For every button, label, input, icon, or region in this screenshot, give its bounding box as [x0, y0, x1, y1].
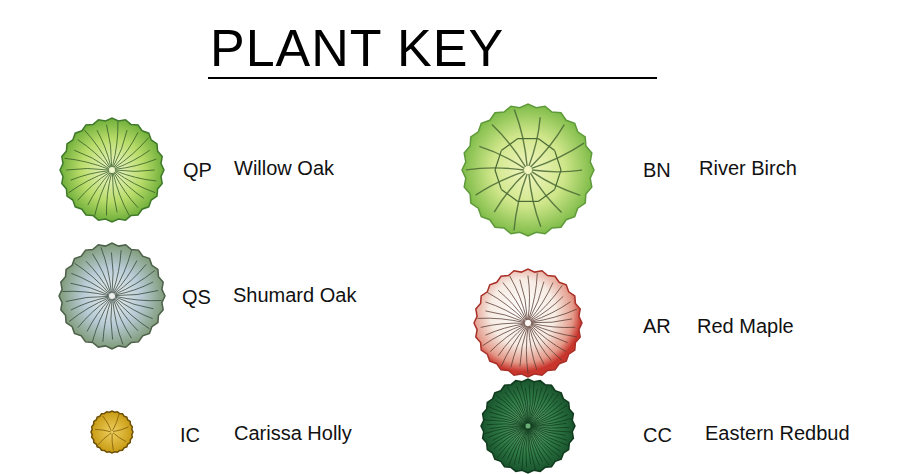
plant-name: Shumard Oak [233, 285, 356, 305]
plant-code: QS [182, 287, 211, 307]
plant-name: Willow Oak [234, 158, 334, 178]
plant-name: Red Maple [697, 316, 794, 336]
key-title: PLANT KEY [210, 22, 504, 74]
plant-name: River Birch [699, 158, 797, 178]
carissa-holly-symbol [91, 411, 133, 453]
red-maple-symbol [474, 269, 582, 377]
plant-code: IC [180, 425, 200, 445]
plant-code: AR [643, 316, 671, 336]
plant-code: CC [643, 425, 672, 445]
plant-code: QP [183, 160, 212, 180]
title-underline [208, 77, 657, 79]
plant-code: BN [643, 160, 671, 180]
shumard-oak-symbol [59, 243, 165, 349]
plant-name: Eastern Redbud [705, 423, 850, 443]
willow-oak-symbol [60, 118, 164, 222]
plant-name: Carissa Holly [234, 423, 352, 443]
river-birch-symbol [462, 104, 594, 236]
eastern-redbud-symbol [481, 379, 575, 473]
